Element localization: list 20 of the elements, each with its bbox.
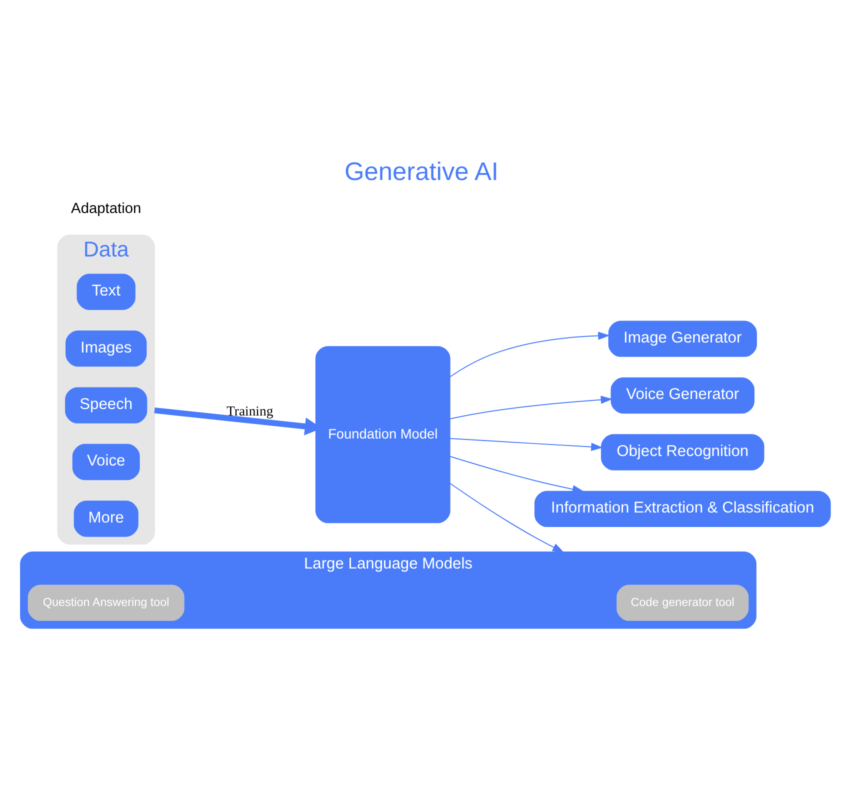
node-box: More — [74, 500, 138, 537]
arrow — [449, 396, 613, 420]
node-box: Object Recognition — [600, 434, 764, 470]
node-box: Speech — [65, 387, 148, 424]
node-box: Code generator tool — [616, 584, 749, 621]
diagram-title: Generative AI — [344, 158, 498, 186]
node-box: Information Extraction & Classification — [534, 490, 831, 528]
edge-label: Training — [226, 403, 274, 418]
arrow — [449, 482, 564, 553]
label: Adaptation — [71, 201, 142, 218]
arrow — [449, 438, 603, 451]
node-box: Voice Generator — [610, 377, 754, 414]
node-box: Image Generator — [608, 320, 757, 357]
node-box: Images — [66, 330, 147, 367]
node-box: Text — [76, 274, 136, 310]
node-box: Question Answering tool — [28, 584, 184, 621]
arrow — [450, 456, 584, 494]
node-box: Foundation Model — [315, 346, 450, 524]
node-box: Voice — [72, 444, 140, 480]
arrow — [449, 332, 610, 378]
